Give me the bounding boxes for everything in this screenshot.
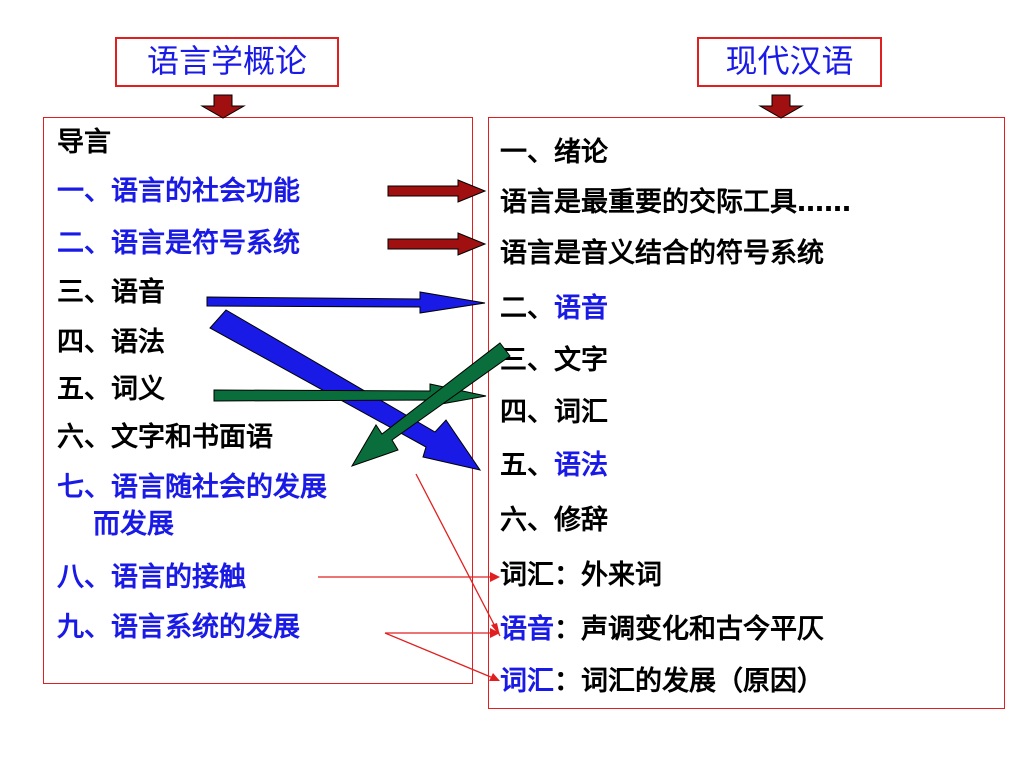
down-arrow-left	[200, 94, 246, 119]
right-item-communication-tool: 语言是最重要的交际工具……	[500, 187, 851, 218]
arrowhead-tones-2	[490, 628, 500, 638]
arrow-grammar	[209, 309, 482, 471]
arrow-phonetics	[206, 291, 486, 314]
left-item-symbol-system: 二、语言是符号系统	[57, 228, 300, 259]
title-linguistics-intro: 语言学概论	[115, 37, 339, 87]
right-item-writing: 三、文字	[500, 345, 608, 376]
right-item-tones-label: 语音	[500, 614, 554, 645]
line-system-development-to-vocab	[384, 632, 499, 681]
arrow-semantics	[213, 383, 487, 407]
arrow-symbol-system	[387, 232, 487, 256]
left-item-intro: 导言	[57, 127, 111, 158]
left-item-system-development: 九、语言系统的发展	[57, 612, 300, 643]
right-outline-panel	[488, 117, 1005, 709]
right-item-grammar-number: 五、	[500, 450, 554, 481]
left-item-language-contact: 八、语言的接触	[57, 562, 246, 593]
left-item-semantics: 五、词义	[57, 374, 165, 405]
left-item-social-development-cont: 而发展	[93, 509, 174, 540]
right-item-phonetics-number: 二、	[500, 293, 554, 324]
right-item-grammar-label: 语法	[554, 450, 608, 481]
left-item-social-function: 一、语言的社会功能	[57, 176, 300, 207]
right-item-tones: 语音：声调变化和古今平仄	[500, 614, 824, 646]
left-item-grammar: 四、语法	[57, 327, 165, 358]
right-item-loanwords: 词汇：外来词	[500, 560, 662, 591]
arrowhead-loanwords	[490, 572, 500, 582]
right-item-phonetics: 二、语音	[500, 293, 608, 325]
right-item-grammar: 五、语法	[500, 450, 608, 482]
left-item-writing: 六、文字和书面语	[57, 422, 273, 453]
right-item-vocabulary: 四、词汇	[500, 397, 608, 428]
right-item-tones-text: ：声调变化和古今平仄	[554, 614, 824, 645]
line-social-development-to-tones	[415, 473, 501, 637]
right-item-sound-meaning: 语言是音义结合的符号系统	[500, 238, 824, 269]
left-item-social-development: 七、语言随社会的发展	[57, 472, 327, 503]
left-item-phonetics: 三、语音	[57, 277, 165, 308]
right-item-vocab-development-label: 词汇	[500, 666, 554, 697]
right-item-rhetoric: 六、修辞	[500, 505, 608, 536]
right-item-vocab-development: 词汇：词汇的发展（原因）	[500, 666, 824, 698]
right-item-introduction: 一、绪论	[500, 137, 608, 168]
right-item-phonetics-label: 语音	[554, 293, 608, 324]
arrowhead-vocab	[489, 673, 500, 681]
arrow-writing	[350, 342, 511, 467]
right-item-vocab-development-text: ：词汇的发展（原因）	[554, 666, 824, 697]
down-arrow-right	[758, 94, 804, 119]
arrow-social-function	[387, 179, 487, 203]
title-modern-chinese: 现代汉语	[697, 37, 882, 87]
